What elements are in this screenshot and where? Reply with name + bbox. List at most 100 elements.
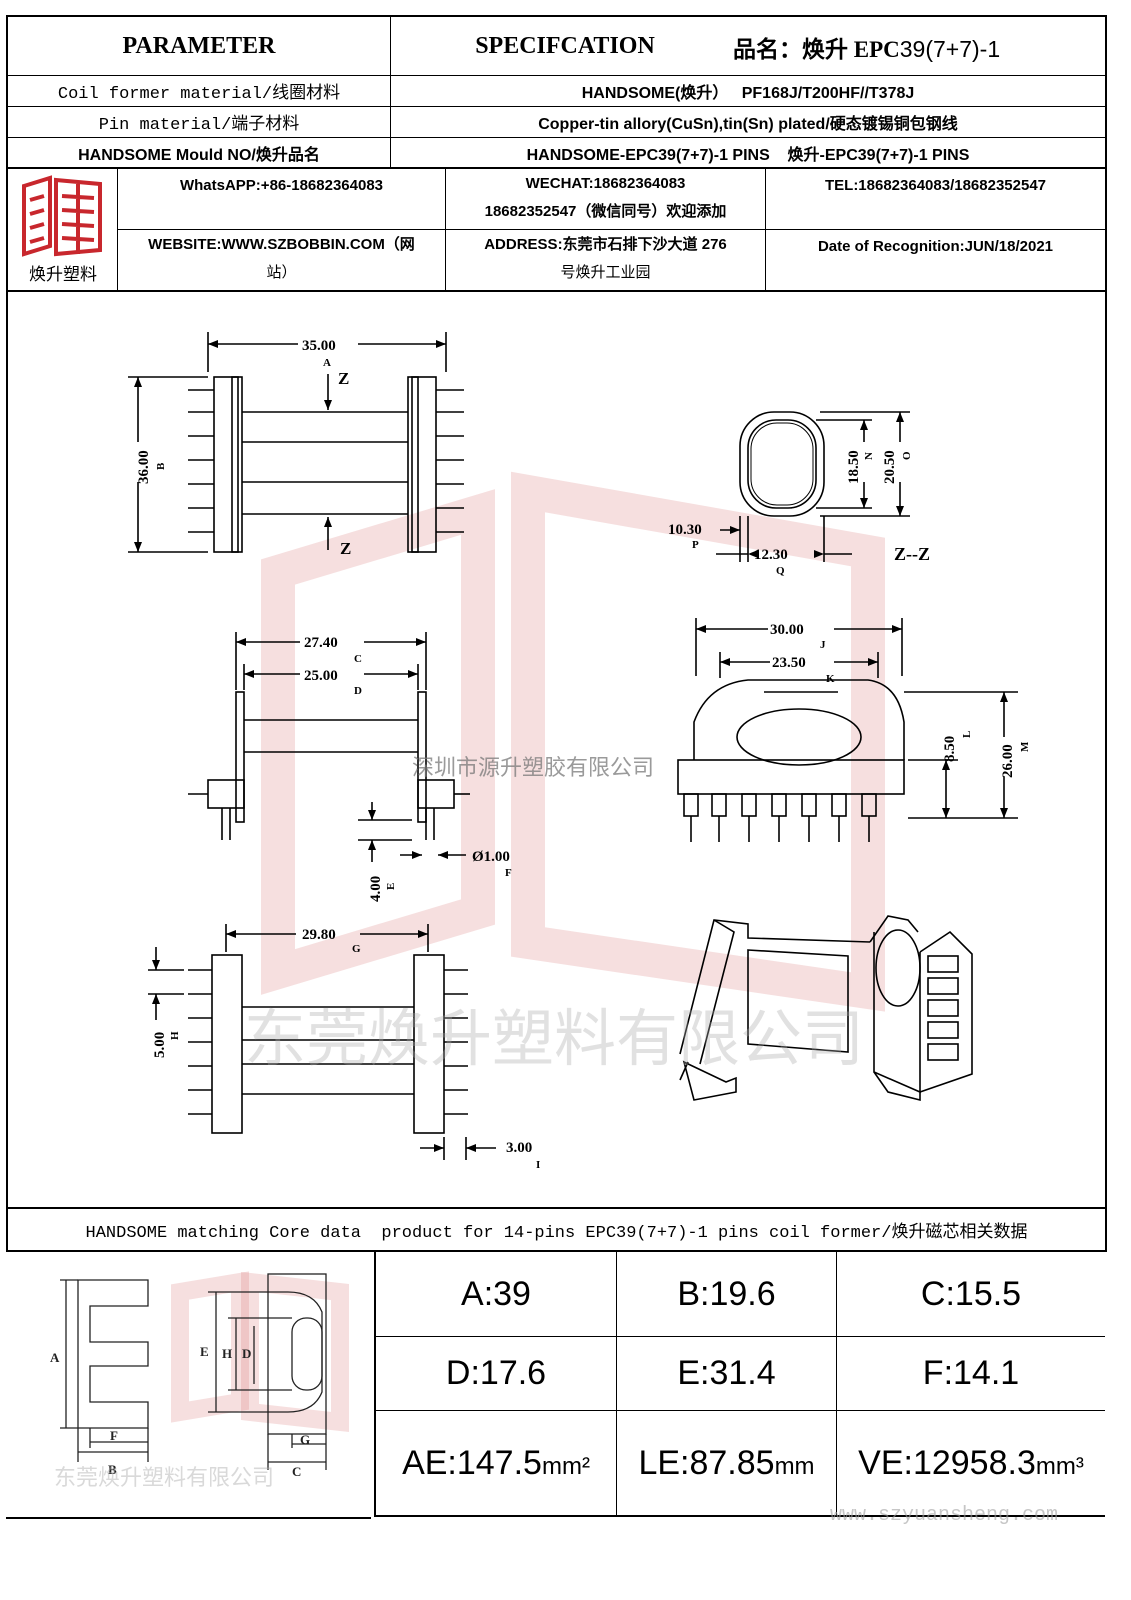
dim-m-letter: M bbox=[1019, 741, 1031, 752]
core-section: A B F E H D G C 东莞焕升塑料有限公司 A:39 B:19.6 C… bbox=[10, 1252, 1105, 1517]
wechat-line-2: 18682352547（微信同号）欢迎添加 bbox=[484, 203, 727, 220]
coil-material-label: Coil former material/线圈材料 bbox=[57, 85, 341, 104]
tel-text: TEL:18682364083/18682352547 bbox=[824, 176, 1047, 194]
core-ve-value: VE:12958.3 bbox=[858, 1443, 1036, 1482]
dim-e: 4.00 bbox=[368, 876, 384, 902]
dim-c: 27.40 bbox=[304, 635, 338, 651]
website-line-2: 站） bbox=[266, 264, 297, 281]
mould-no-label: HANDSOME Mould NO/焕升品名 bbox=[78, 146, 320, 164]
core-ve-unit: mm³ bbox=[1035, 1453, 1084, 1480]
dim-g: 29.80 bbox=[302, 927, 336, 943]
core-letter-a: A bbox=[50, 1350, 60, 1365]
company-logo: 焕升塑料 bbox=[10, 170, 116, 288]
dim-m: 26.00 bbox=[1000, 744, 1016, 778]
dim-o-letter: O bbox=[901, 451, 913, 460]
profile-view bbox=[677, 618, 1018, 842]
core-value-c: C:15.5 bbox=[920, 1274, 1022, 1313]
dim-q-letter: Q bbox=[776, 565, 785, 577]
section-view bbox=[716, 411, 910, 562]
product-label: 品名：焕升 EPC bbox=[733, 37, 900, 62]
section-label: Z--Z bbox=[894, 544, 930, 564]
dim-p-letter: P bbox=[692, 539, 699, 551]
core-watermark: 东莞焕升塑料有限公司 bbox=[54, 1465, 275, 1490]
recognition-date: Date of Recognition:JUN/18/2021 bbox=[817, 237, 1054, 255]
dim-n-letter: N bbox=[863, 452, 875, 460]
dim-i-letter: I bbox=[536, 1159, 540, 1171]
address-line-2: 号焕升工业园 bbox=[560, 264, 651, 281]
technical-drawing: 35.00 A Z Z 36.00 B 27.40 C 25.00 D 4.00… bbox=[8, 292, 1105, 1207]
dim-i: 3.00 bbox=[506, 1140, 532, 1156]
core-value-e: E:31.4 bbox=[677, 1354, 776, 1392]
watermark-top: 深圳市源升塑胶有限公司 bbox=[412, 755, 655, 780]
core-ae-value: AE:147.5 bbox=[402, 1443, 542, 1482]
spec-title: SPECIFCATION bbox=[475, 32, 655, 59]
dim-p: 10.30 bbox=[668, 522, 702, 538]
product-code: 39(7+7)-1 bbox=[899, 36, 1001, 62]
parameter-title: PARAMETER bbox=[122, 32, 276, 59]
website-line-1: WEBSITE:WWW.SZBOBBIN.COM（网 bbox=[148, 236, 415, 253]
section-z-top: Z bbox=[338, 369, 349, 388]
core-value-f: F:14.1 bbox=[922, 1354, 1020, 1392]
dim-b: 36.00 bbox=[136, 450, 152, 484]
watermark-bottom: 东莞焕升塑料有限公司 bbox=[244, 1005, 865, 1074]
dim-f: Ø1.00 bbox=[472, 849, 510, 865]
address-line-1: ADDRESS:东莞市石排下沙大道 276 bbox=[484, 236, 727, 253]
dim-f-letter: F bbox=[505, 867, 512, 879]
core-letter-h: H bbox=[222, 1346, 232, 1361]
core-banner: HANDSOME matching Core data product for … bbox=[85, 1223, 1028, 1243]
address-text: ADDRESS:东莞市石排下沙大道 276 号焕升工业园 bbox=[446, 231, 765, 287]
dim-d-letter: D bbox=[354, 685, 362, 697]
core-letter-f: F bbox=[110, 1428, 118, 1443]
core-le-unit: mm bbox=[774, 1453, 815, 1480]
dim-e-letter: E bbox=[385, 883, 397, 890]
dim-h: 5.00 bbox=[152, 1032, 168, 1058]
whatsapp-text: WhatsAPP:+86-18682364083 bbox=[179, 176, 384, 194]
dim-j: 30.00 bbox=[770, 622, 804, 638]
core-value-a: A:39 bbox=[461, 1274, 531, 1313]
dim-l-letter: L bbox=[961, 731, 973, 738]
dim-g-letter: G bbox=[352, 943, 361, 955]
dim-b-letter: B bbox=[155, 462, 167, 470]
core-ae-unit: mm² bbox=[541, 1453, 590, 1480]
core-le-value: LE:87.85 bbox=[638, 1443, 775, 1482]
bottom-view bbox=[148, 924, 496, 1160]
coil-material-value: HANDSOME(焕升） PF168J/T200HF//T378J bbox=[581, 85, 915, 102]
dim-q: 12.30 bbox=[754, 547, 788, 563]
dim-d: 25.00 bbox=[304, 668, 338, 684]
dim-j-letter: J bbox=[820, 639, 826, 651]
dim-l: 8.50 bbox=[942, 736, 958, 762]
core-value-d: D:17.6 bbox=[445, 1354, 547, 1392]
dim-h-letter: H bbox=[169, 1031, 181, 1040]
top-view bbox=[128, 332, 464, 553]
core-letter-b: B bbox=[108, 1462, 117, 1477]
isometric-view bbox=[679, 915, 973, 1102]
core-letter-g: G bbox=[300, 1432, 310, 1447]
wechat-text: WECHAT:18682364083 18682352547（微信同号）欢迎添加 bbox=[446, 170, 765, 226]
dim-n: 18.50 bbox=[846, 450, 862, 484]
logo-icon bbox=[22, 175, 102, 257]
core-value-b: B:19.6 bbox=[677, 1274, 776, 1313]
mould-no-value: HANDSOME-EPC39(7+7)-1 PINS 焕升-EPC39(7+7)… bbox=[526, 146, 970, 164]
dim-c-letter: C bbox=[354, 653, 362, 665]
logo-text: 焕升塑料 bbox=[29, 265, 97, 284]
footer-url: www.szyuansheng.com bbox=[830, 1504, 1059, 1527]
wechat-line-1: WECHAT:18682364083 bbox=[525, 175, 686, 192]
website-text: WEBSITE:WWW.SZBOBBIN.COM（网 站） bbox=[118, 231, 445, 287]
core-letter-d: D bbox=[242, 1346, 251, 1361]
core-letter-e: E bbox=[200, 1344, 209, 1359]
dim-k-letter: K bbox=[826, 673, 835, 685]
side-view bbox=[188, 632, 470, 862]
pin-material-value: Copper-tin allory(CuSn),tin(Sn) plated/硬… bbox=[538, 116, 958, 133]
product-name: 品名：焕升 EPC39(7+7)-1 bbox=[733, 30, 1001, 62]
section-z-bottom: Z bbox=[340, 539, 351, 558]
core-letter-c: C bbox=[292, 1464, 301, 1479]
dim-k: 23.50 bbox=[772, 655, 806, 671]
pin-material-label: Pin material/端子材料 bbox=[98, 116, 300, 135]
core-diagram: A B F E H D G C 东莞焕升塑料有限公司 bbox=[10, 1252, 374, 1515]
drawing-canvas: 35.00 A Z Z 36.00 B 27.40 C 25.00 D 4.00… bbox=[128, 332, 1031, 1171]
dim-o: 20.50 bbox=[882, 450, 898, 484]
dim-a-letter: A bbox=[323, 357, 331, 369]
